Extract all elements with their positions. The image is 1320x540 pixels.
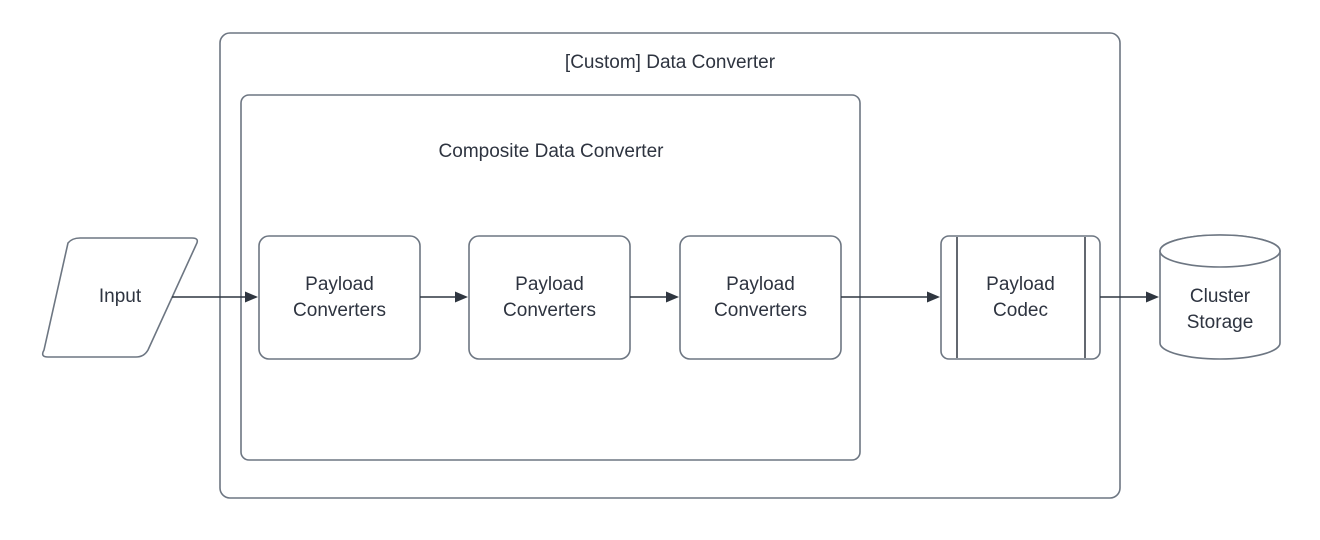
edge-input-to-converters-1 xyxy=(172,291,258,303)
node-input-label: Input xyxy=(99,286,142,307)
node-payload-converters-2[interactable] xyxy=(468,235,631,360)
node-payload-codec-label-line1: Payload xyxy=(986,274,1055,295)
edge-codec-to-storage xyxy=(1100,291,1159,303)
node-payload-converters-2-label-line2: Converters xyxy=(503,300,596,321)
edge-converters-1-to-converters-2 xyxy=(420,291,468,303)
container-custom-data-converter[interactable] xyxy=(219,32,1121,499)
node-payload-converters-3[interactable] xyxy=(679,235,842,360)
node-payload-converters-2-label-line1: Payload xyxy=(515,274,584,295)
edge-converters-2-to-converters-3 xyxy=(630,291,679,303)
node-payload-codec-label-line2: Codec xyxy=(993,300,1048,321)
node-payload-codec[interactable] xyxy=(940,235,1101,360)
node-payload-converters-1-label-line2: Converters xyxy=(293,300,386,321)
node-payload-converters-1-label-line1: Payload xyxy=(305,274,374,295)
container-composite-data-converter[interactable] xyxy=(240,94,861,461)
container-custom-data-converter-label: [Custom] Data Converter xyxy=(565,52,776,73)
node-payload-converters-3-label-line1: Payload xyxy=(726,274,795,295)
edge-converters-3-to-codec xyxy=(841,291,940,303)
container-composite-data-converter-label: Composite Data Converter xyxy=(439,141,665,162)
node-cluster-storage-label-line1: Cluster xyxy=(1190,286,1251,307)
node-cluster-storage[interactable] xyxy=(1159,234,1281,360)
node-payload-converters-3-label-line2: Converters xyxy=(714,300,807,321)
node-cluster-storage-label-line2: Storage xyxy=(1187,312,1254,333)
node-payload-converters-1[interactable] xyxy=(258,235,421,360)
cluster-storage-top-ellipse xyxy=(1159,234,1281,268)
node-input[interactable] xyxy=(41,237,199,358)
